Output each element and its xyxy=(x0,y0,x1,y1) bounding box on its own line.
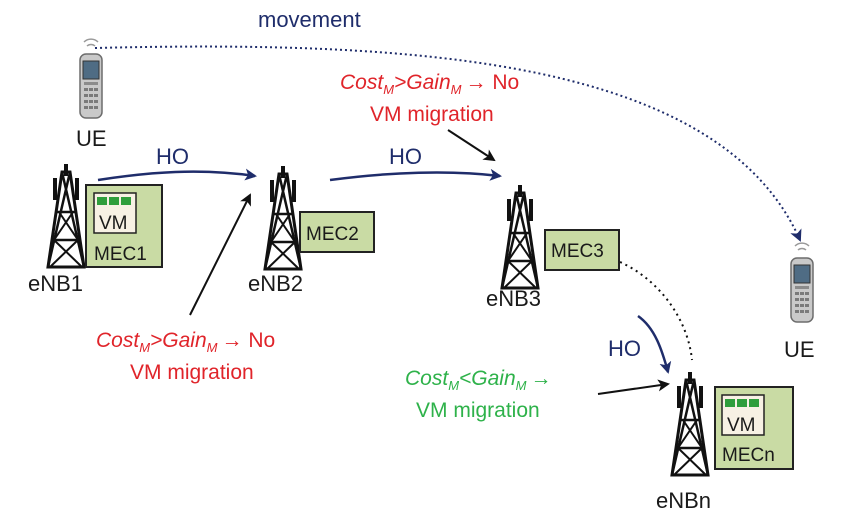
cell-tower-icon xyxy=(263,164,303,271)
cell-tower-icon xyxy=(500,183,540,290)
mecn-box: VM MECn xyxy=(714,386,794,470)
movement-label: movement xyxy=(258,7,361,32)
handover-arrow-1 xyxy=(97,168,257,182)
movement-arrow xyxy=(94,45,802,242)
vm1-label: VM xyxy=(99,213,128,234)
ue-right-label: UE xyxy=(784,337,815,362)
mobile-phone-icon xyxy=(79,38,103,119)
ho-label-2: HO xyxy=(389,144,422,169)
enb1-label: eNB1 xyxy=(28,271,83,296)
svg-text:CostM<GainM→: CostM<GainM→ xyxy=(405,367,552,393)
annotation-no-migration-bottom: CostM>GainM→ No VM migration xyxy=(96,329,275,384)
cell-tower-icon xyxy=(670,370,710,477)
mobile-phone-icon xyxy=(790,242,814,323)
cell-tower-icon xyxy=(46,162,86,269)
handover-arrow-3 xyxy=(637,314,672,374)
mec3-box: MEC3 xyxy=(544,229,620,271)
ue-left-label: UE xyxy=(76,126,107,151)
pointer-arrow-bottom xyxy=(189,193,251,316)
handover-arrow-2 xyxy=(329,168,502,182)
mec1-box: VM MEC1 xyxy=(85,184,163,268)
svg-text:VM migration: VM migration xyxy=(416,399,540,422)
annotation-no-migration-top: CostM>GainM→ No VM migration xyxy=(340,71,519,126)
svg-text:CostM>GainM→ No: CostM>GainM→ No xyxy=(340,71,519,97)
enb2-label: eNB2 xyxy=(248,271,303,296)
mecn-label: MECn xyxy=(722,445,775,466)
mec2-label: MEC2 xyxy=(306,224,359,245)
svg-text:CostM>GainM→ No: CostM>GainM→ No xyxy=(96,329,275,355)
enb3-label: eNB3 xyxy=(486,286,541,311)
pointer-arrow-top xyxy=(447,129,496,162)
svg-text:VM migration: VM migration xyxy=(370,103,494,126)
annotation-migration: CostM<GainM→ VM migration xyxy=(405,367,552,422)
svg-text:VM migration: VM migration xyxy=(130,361,254,384)
ho-label-1: HO xyxy=(156,144,189,169)
mec2-box: MEC2 xyxy=(299,211,375,253)
mec3-label: MEC3 xyxy=(551,241,604,262)
ho-label-3: HO xyxy=(608,336,641,361)
pointer-arrow-migration xyxy=(597,379,670,395)
mec1-label: MEC1 xyxy=(94,244,147,265)
enbn-label: eNBn xyxy=(656,488,711,513)
vmn-label: VM xyxy=(727,415,756,436)
